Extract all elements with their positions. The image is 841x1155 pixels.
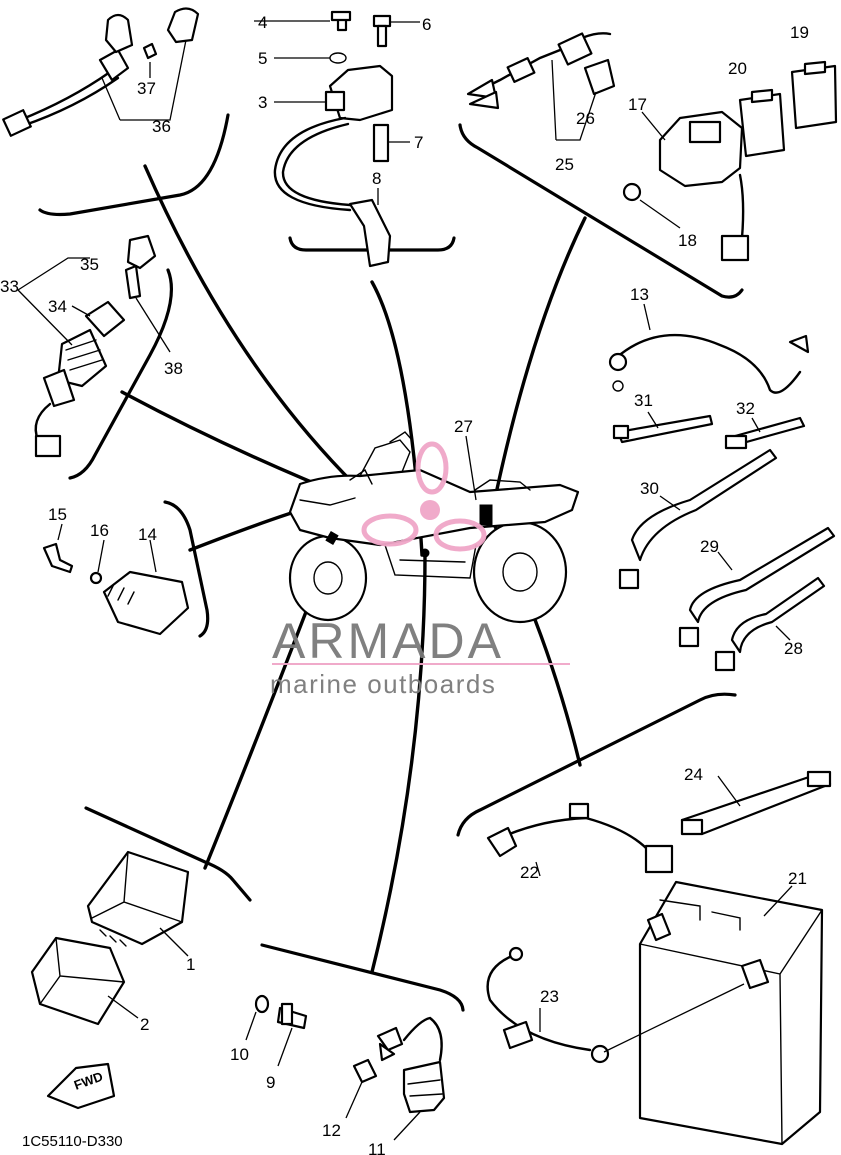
group-relay-fuses: 25 26 17 18 20 19 bbox=[466, 23, 838, 262]
callout-23: 23 bbox=[540, 987, 559, 1006]
callout-13: 13 bbox=[630, 285, 649, 304]
callout-14: 14 bbox=[138, 525, 157, 544]
watermark-underline bbox=[272, 663, 570, 665]
callout-31: 31 bbox=[634, 391, 653, 410]
callout-7: 7 bbox=[414, 133, 423, 152]
callout-18: 18 bbox=[678, 231, 697, 250]
callout-6: 6 bbox=[422, 15, 431, 34]
callout-16: 16 bbox=[90, 521, 109, 540]
group-brackets bbox=[38, 113, 744, 1012]
callout-2: 2 bbox=[140, 1015, 149, 1034]
watermark: ARMADA marine outboards bbox=[270, 441, 570, 699]
callout-4: 4 bbox=[258, 13, 267, 32]
fwd-arrow: FWD bbox=[46, 1062, 116, 1110]
callout-37: 37 bbox=[137, 79, 156, 98]
group-main-switch: 33 34 35 38 bbox=[0, 234, 183, 458]
callout-19: 19 bbox=[790, 23, 809, 42]
callout-35: 35 bbox=[80, 255, 99, 274]
callout-9: 9 bbox=[266, 1073, 275, 1092]
group-rectifier: 15 16 14 bbox=[42, 505, 190, 636]
group-battery: 24 22 21 23 bbox=[486, 765, 832, 1146]
group-wire-bands: 13 31 32 30 29 28 bbox=[608, 285, 836, 672]
callout-8: 8 bbox=[372, 169, 381, 188]
watermark-tagline: marine outboards bbox=[270, 669, 496, 699]
callout-10: 10 bbox=[230, 1045, 249, 1064]
callout-38: 38 bbox=[164, 359, 183, 378]
callout-30: 30 bbox=[640, 479, 659, 498]
group-ignition-coil: 4 5 3 6 7 8 bbox=[254, 10, 431, 268]
callout-22: 22 bbox=[520, 863, 539, 882]
callout-1: 1 bbox=[186, 955, 195, 974]
callout-3: 3 bbox=[258, 93, 267, 112]
callout-11: 11 bbox=[368, 1140, 386, 1155]
callout-28: 28 bbox=[784, 639, 803, 658]
callout-32: 32 bbox=[736, 399, 755, 418]
group-connectors-36-37: 37 36 bbox=[2, 7, 200, 137]
callout-20: 20 bbox=[728, 59, 747, 78]
callout-24: 24 bbox=[684, 765, 703, 784]
callout-5: 5 bbox=[258, 49, 267, 68]
callout-26: 26 bbox=[576, 109, 595, 128]
callout-17: 17 bbox=[628, 95, 647, 114]
group-switches: 10 9 12 11 bbox=[230, 994, 446, 1155]
watermark-propeller-icon bbox=[361, 441, 487, 552]
group-cdi-unit: 1 2 bbox=[30, 850, 195, 1034]
watermark-brand: ARMADA bbox=[272, 613, 504, 669]
callout-33: 33 bbox=[0, 277, 19, 296]
diagram-code: 1C55110-D330 bbox=[22, 1133, 123, 1150]
callout-27: 27 bbox=[454, 417, 473, 436]
callout-29: 29 bbox=[700, 537, 719, 556]
callout-12: 12 bbox=[322, 1121, 341, 1140]
callout-21: 21 bbox=[788, 869, 807, 888]
callout-15: 15 bbox=[48, 505, 67, 524]
callout-34: 34 bbox=[48, 297, 67, 316]
callout-25: 25 bbox=[555, 155, 574, 174]
callout-36: 36 bbox=[152, 117, 171, 136]
